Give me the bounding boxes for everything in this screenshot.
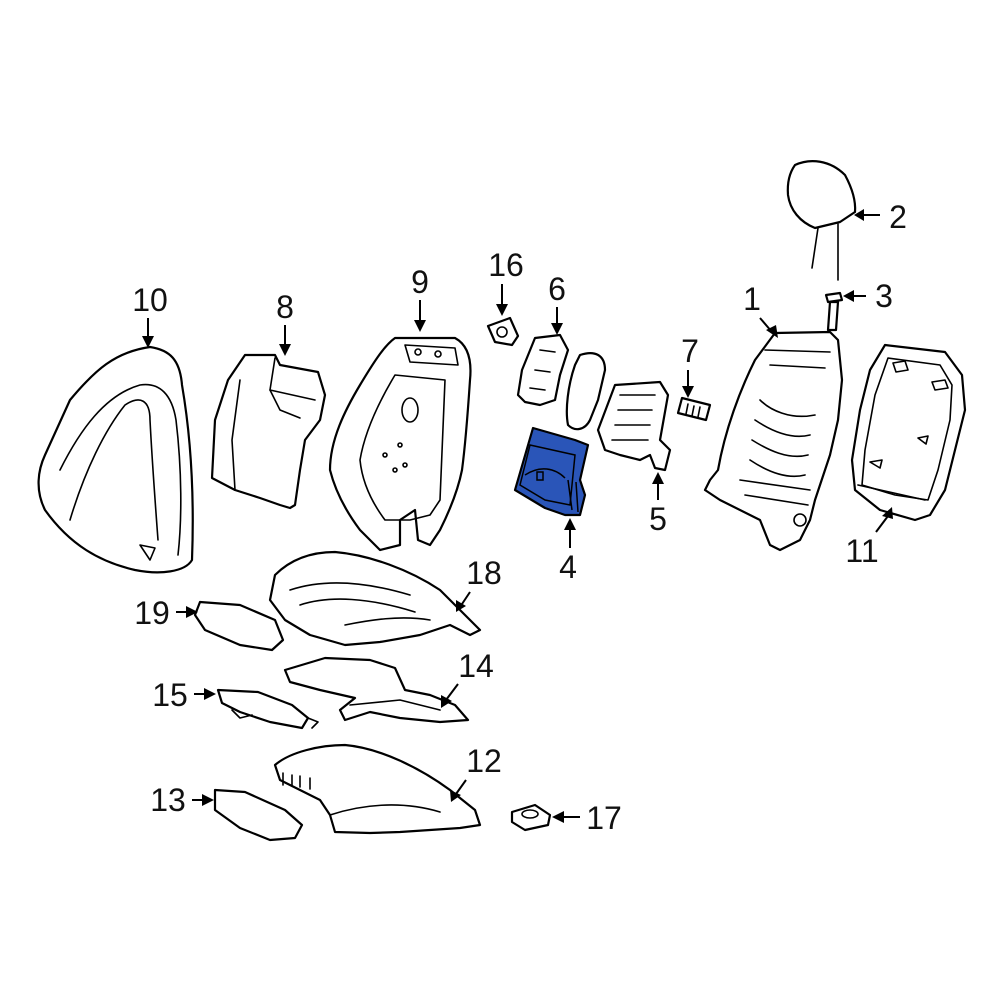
callout-labels: 1 2 3 4 5 6 7 8 9 10 11 12 13 14 15 16 1…: [132, 199, 907, 836]
part-6-bracket[interactable]: [516, 333, 570, 407]
part-4-highlighted-panel[interactable]: [513, 426, 590, 517]
part-11-seat-back-panel[interactable]: [850, 343, 967, 522]
callout-12[interactable]: 12: [466, 743, 502, 779]
part-2-headrest[interactable]: [786, 160, 857, 281]
callout-5[interactable]: 5: [649, 501, 667, 537]
callout-11[interactable]: 11: [845, 533, 878, 569]
part-5-lumbar-support[interactable]: [565, 352, 672, 472]
part-18-seat-cushion-cover[interactable]: [268, 550, 482, 647]
part-7-switch[interactable]: [676, 396, 712, 422]
callout-14[interactable]: 14: [458, 648, 494, 684]
callout-15[interactable]: 15: [152, 677, 188, 713]
part-17-sensor[interactable]: [510, 803, 552, 832]
part-19-side-trim[interactable]: [193, 600, 285, 652]
callout-18[interactable]: 18: [466, 555, 502, 591]
callout-1[interactable]: 1: [743, 281, 761, 317]
leader-lines: [142, 209, 893, 823]
callout-16[interactable]: 16: [488, 247, 524, 283]
callout-3[interactable]: 3: [875, 278, 893, 314]
callout-19[interactable]: 19: [134, 595, 170, 631]
part-8-seat-back-pad[interactable]: [210, 353, 327, 510]
part-1-seat-back-frame[interactable]: [703, 330, 844, 552]
part-3-headrest-guide[interactable]: [824, 291, 844, 332]
callout-2[interactable]: 2: [889, 199, 907, 235]
part-15-heater-pad[interactable]: [216, 688, 319, 730]
part-9-seat-back-frame-cushion[interactable]: [328, 336, 472, 552]
part-10-seat-back-cover[interactable]: [37, 345, 194, 574]
callout-10[interactable]: 10: [132, 282, 168, 318]
callout-4[interactable]: 4: [559, 549, 577, 585]
callout-13[interactable]: 13: [150, 782, 186, 818]
part-13-side-cover[interactable]: [213, 788, 304, 842]
callout-6[interactable]: 6: [548, 271, 566, 307]
part-16-clip[interactable]: [486, 316, 520, 347]
part-12-seat-cushion[interactable]: [273, 743, 482, 835]
part-14-seat-pad[interactable]: [283, 656, 470, 724]
callout-9[interactable]: 9: [411, 264, 429, 300]
callout-17[interactable]: 17: [586, 800, 622, 836]
callout-7[interactable]: 7: [681, 333, 699, 369]
callout-8[interactable]: 8: [276, 289, 294, 325]
